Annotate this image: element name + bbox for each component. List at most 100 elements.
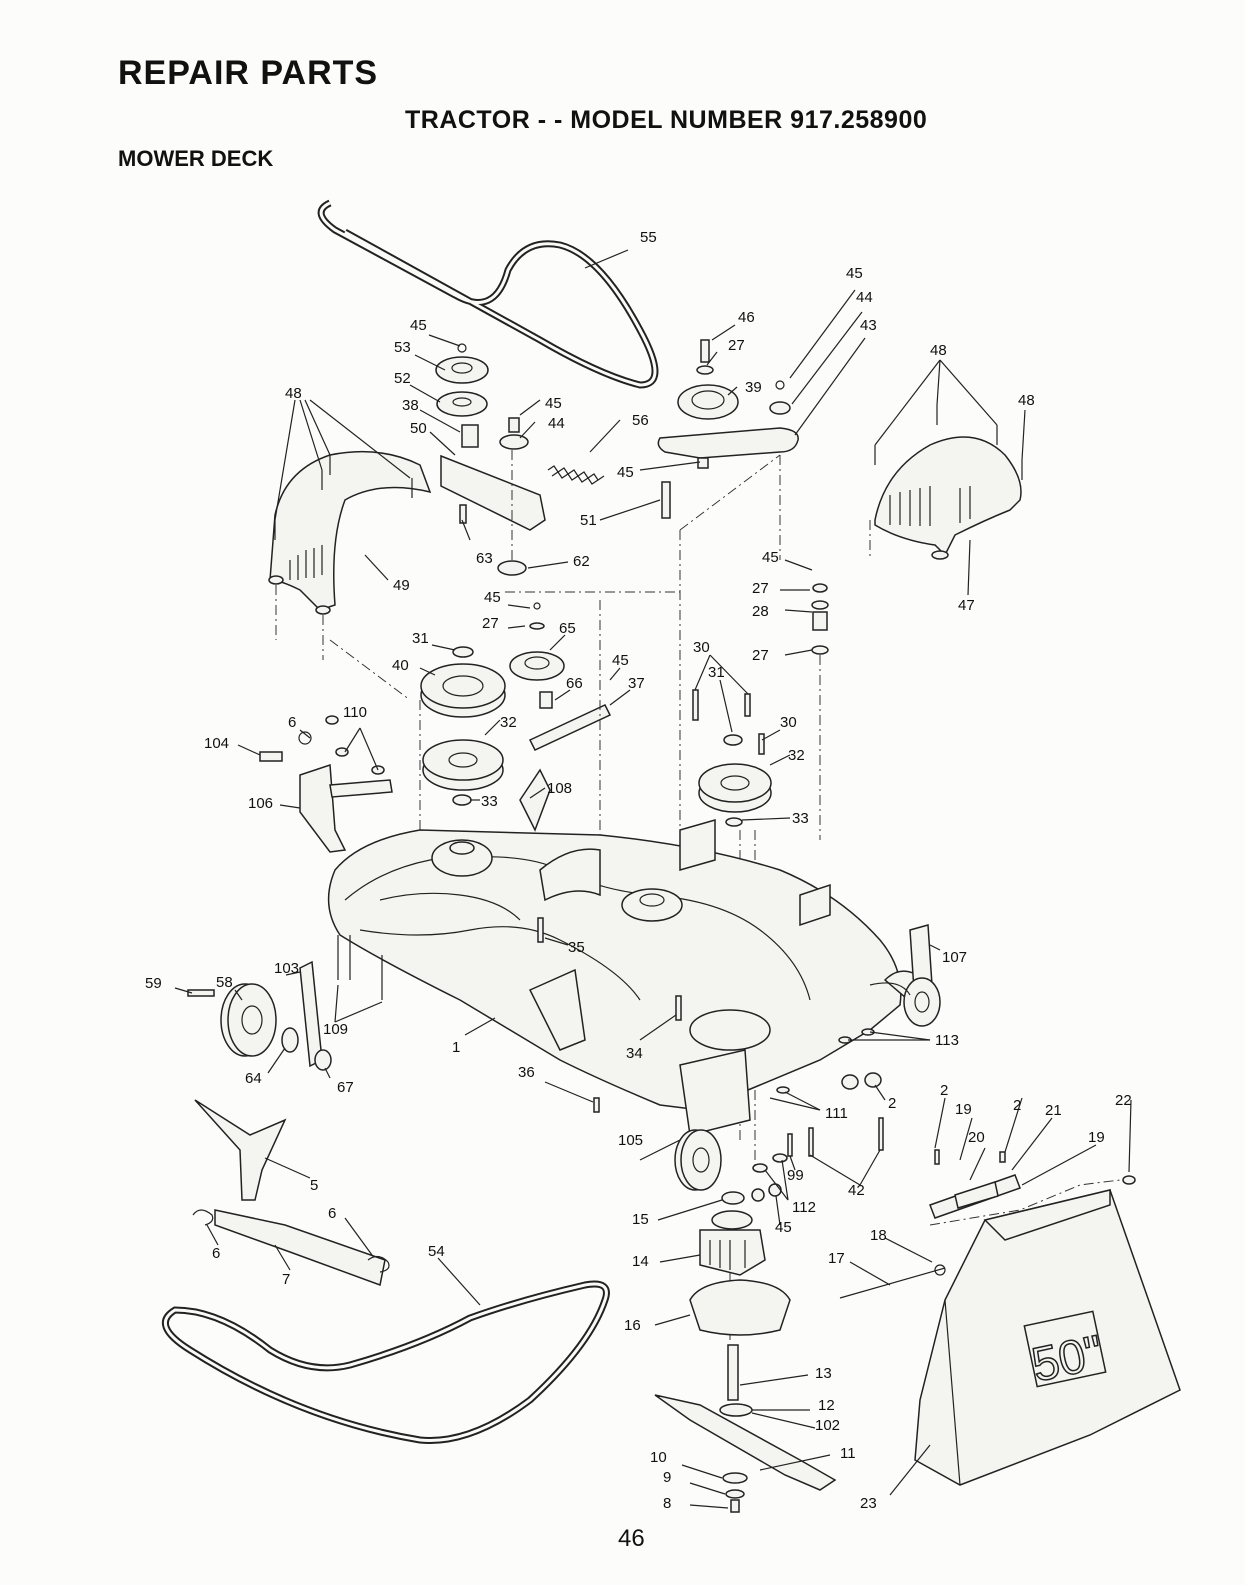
callout-63: 63 (476, 550, 493, 567)
callout-13: 13 (815, 1365, 832, 1382)
callout-102: 102 (815, 1417, 840, 1434)
callout-42: 42 (848, 1182, 865, 1199)
callout-49: 49 (393, 577, 410, 594)
callout-48: 48 (930, 342, 947, 359)
callout-45: 45 (762, 549, 779, 566)
callout-43: 43 (860, 317, 877, 334)
idler-pulley-assembly-left (435, 343, 546, 576)
stabilizer-bar-7 (192, 1209, 390, 1287)
callout-51: 51 (580, 512, 597, 529)
callout-20: 20 (968, 1129, 985, 1146)
callout-44: 44 (548, 415, 565, 432)
belt-55 (317, 199, 659, 389)
callout-107: 107 (942, 949, 967, 966)
callout-28: 28 (752, 603, 769, 620)
callout-109: 109 (323, 1021, 348, 1038)
callout-45: 45 (612, 652, 629, 669)
callout-2: 2 (1013, 1097, 1021, 1114)
deck-hanger-5 (194, 1099, 287, 1201)
callout-46: 46 (738, 309, 755, 326)
callout-34: 34 (626, 1045, 643, 1062)
callout-9: 9 (663, 1469, 671, 1486)
callout-105: 105 (618, 1132, 643, 1149)
callout-35: 35 (568, 939, 585, 956)
callout-17: 17 (828, 1250, 845, 1267)
callout-113: 113 (935, 1032, 959, 1049)
callout-45: 45 (775, 1219, 792, 1236)
callout-16: 16 (624, 1317, 641, 1334)
callout-55: 55 (640, 229, 657, 246)
callout-112: 112 (792, 1199, 816, 1216)
callout-38: 38 (402, 397, 419, 414)
callout-19: 19 (955, 1101, 972, 1118)
callout-53: 53 (394, 339, 411, 356)
callout-56: 56 (632, 412, 649, 429)
page-number: 46 (618, 1525, 645, 1552)
callout-1: 1 (452, 1039, 460, 1056)
hardware-right (537, 917, 884, 1157)
callout-23: 23 (860, 1495, 877, 1512)
callout-45: 45 (410, 317, 427, 334)
callout-15: 15 (632, 1211, 649, 1228)
callout-18: 18 (870, 1227, 887, 1244)
callout-labels: 55 45 44 43 46 27 39 45 53 52 38 50 45 4… (145, 229, 1132, 1512)
page-title: REPAIR PARTS (118, 54, 379, 92)
callout-48: 48 (285, 385, 302, 402)
callout-64: 64 (245, 1070, 262, 1087)
callout-5: 5 (310, 1177, 318, 1194)
discharge-chute-23: 50" (839, 1189, 1181, 1486)
belt-54 (162, 1280, 610, 1444)
front-bracket-106 (259, 715, 393, 853)
callout-31: 31 (412, 630, 429, 647)
section-title: MOWER DECK (118, 146, 274, 171)
callout-6: 6 (328, 1205, 336, 1222)
callout-27: 27 (482, 615, 499, 632)
callout-108: 108 (547, 780, 572, 797)
belt-guard-49 (268, 450, 432, 660)
callout-45: 45 (545, 395, 562, 412)
callout-106: 106 (248, 795, 273, 812)
callout-36: 36 (518, 1064, 535, 1081)
callout-103: 103 (274, 960, 299, 977)
gauge-wheel-left (187, 935, 383, 1071)
callout-54: 54 (428, 1243, 445, 1260)
callout-14: 14 (632, 1253, 649, 1270)
callout-111: 111 (825, 1105, 848, 1122)
callout-8: 8 (663, 1495, 671, 1512)
callout-27: 27 (728, 337, 745, 354)
callout-6: 6 (288, 714, 296, 731)
callout-110: 110 (343, 704, 367, 721)
callout-39: 39 (745, 379, 762, 396)
callout-21: 21 (1045, 1102, 1062, 1119)
callout-6: 6 (212, 1245, 220, 1262)
discharge-hinge-assembly (929, 1149, 1136, 1226)
callout-45: 45 (617, 464, 634, 481)
belt-guard-47 (874, 405, 1023, 560)
callout-27: 27 (752, 580, 769, 597)
callout-19: 19 (1088, 1129, 1105, 1146)
callout-37: 37 (628, 675, 645, 692)
gauge-wheel-right (869, 924, 941, 1027)
callout-30: 30 (693, 639, 710, 656)
spindle-pulleys-left (420, 602, 612, 806)
blade-spindle-assembly (654, 1153, 837, 1513)
callout-52: 52 (394, 370, 411, 387)
spindle-pulleys-right (692, 583, 829, 827)
callout-66: 66 (566, 675, 583, 692)
callout-2: 2 (940, 1082, 948, 1099)
spring-56 (547, 465, 605, 485)
callout-11: 11 (840, 1445, 856, 1462)
callout-33: 33 (792, 810, 809, 827)
callout-47: 47 (958, 597, 975, 614)
callout-48: 48 (1018, 392, 1035, 409)
callout-32: 32 (500, 714, 517, 731)
callout-104: 104 (204, 735, 229, 752)
model-subtitle: TRACTOR - - MODEL NUMBER 917.258900 (405, 106, 928, 134)
callout-99: 99 (787, 1167, 804, 1184)
callout-65: 65 (559, 620, 576, 637)
callout-44: 44 (856, 289, 873, 306)
idler-arm-assembly-right (657, 339, 799, 519)
callout-12: 12 (818, 1397, 835, 1414)
